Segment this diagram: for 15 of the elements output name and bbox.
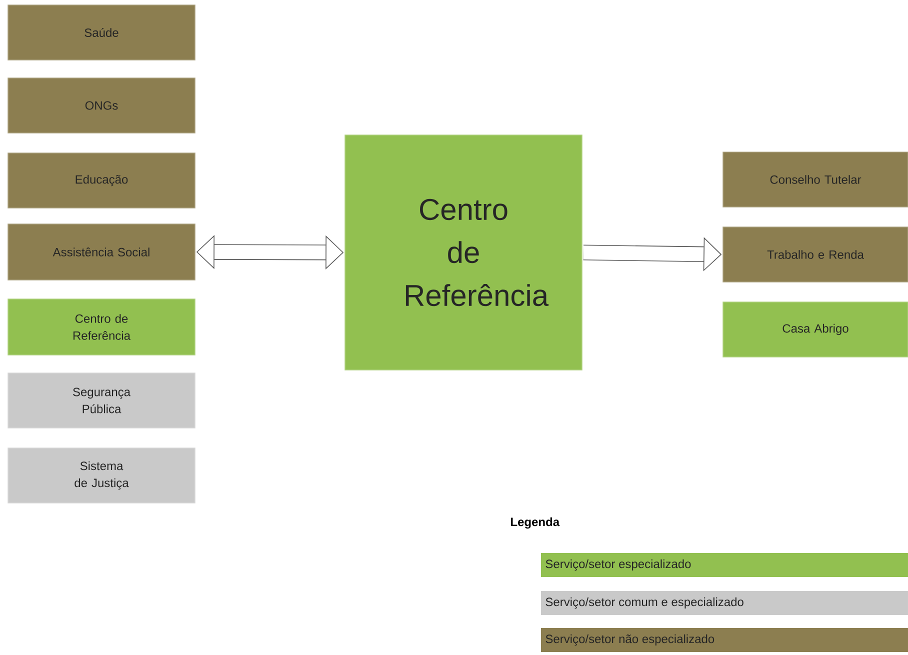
service-box: Centro de Referência bbox=[8, 298, 196, 356]
legend-title: Legenda bbox=[511, 517, 560, 529]
legend-text: Serviço/setor especializado bbox=[546, 559, 691, 571]
service-box: Sistema de Justiça bbox=[8, 448, 196, 504]
service-box: Conselho Tutelar bbox=[722, 152, 908, 208]
service-box: Casa Abrigo bbox=[722, 302, 908, 358]
service-box: Educação bbox=[8, 152, 196, 208]
legend-text: Serviço/setor comum e especializado bbox=[546, 597, 744, 609]
service-box: ONGs bbox=[8, 78, 196, 134]
legend-text: Serviço/setor não especializado bbox=[546, 634, 714, 646]
service-box: Saúde bbox=[8, 4, 196, 60]
service-box: Assistência Social bbox=[8, 224, 196, 280]
center-box: Centro de Referência bbox=[344, 134, 582, 370]
service-box: Segurança Pública bbox=[8, 372, 196, 428]
service-box: Trabalho e Renda bbox=[722, 226, 908, 282]
